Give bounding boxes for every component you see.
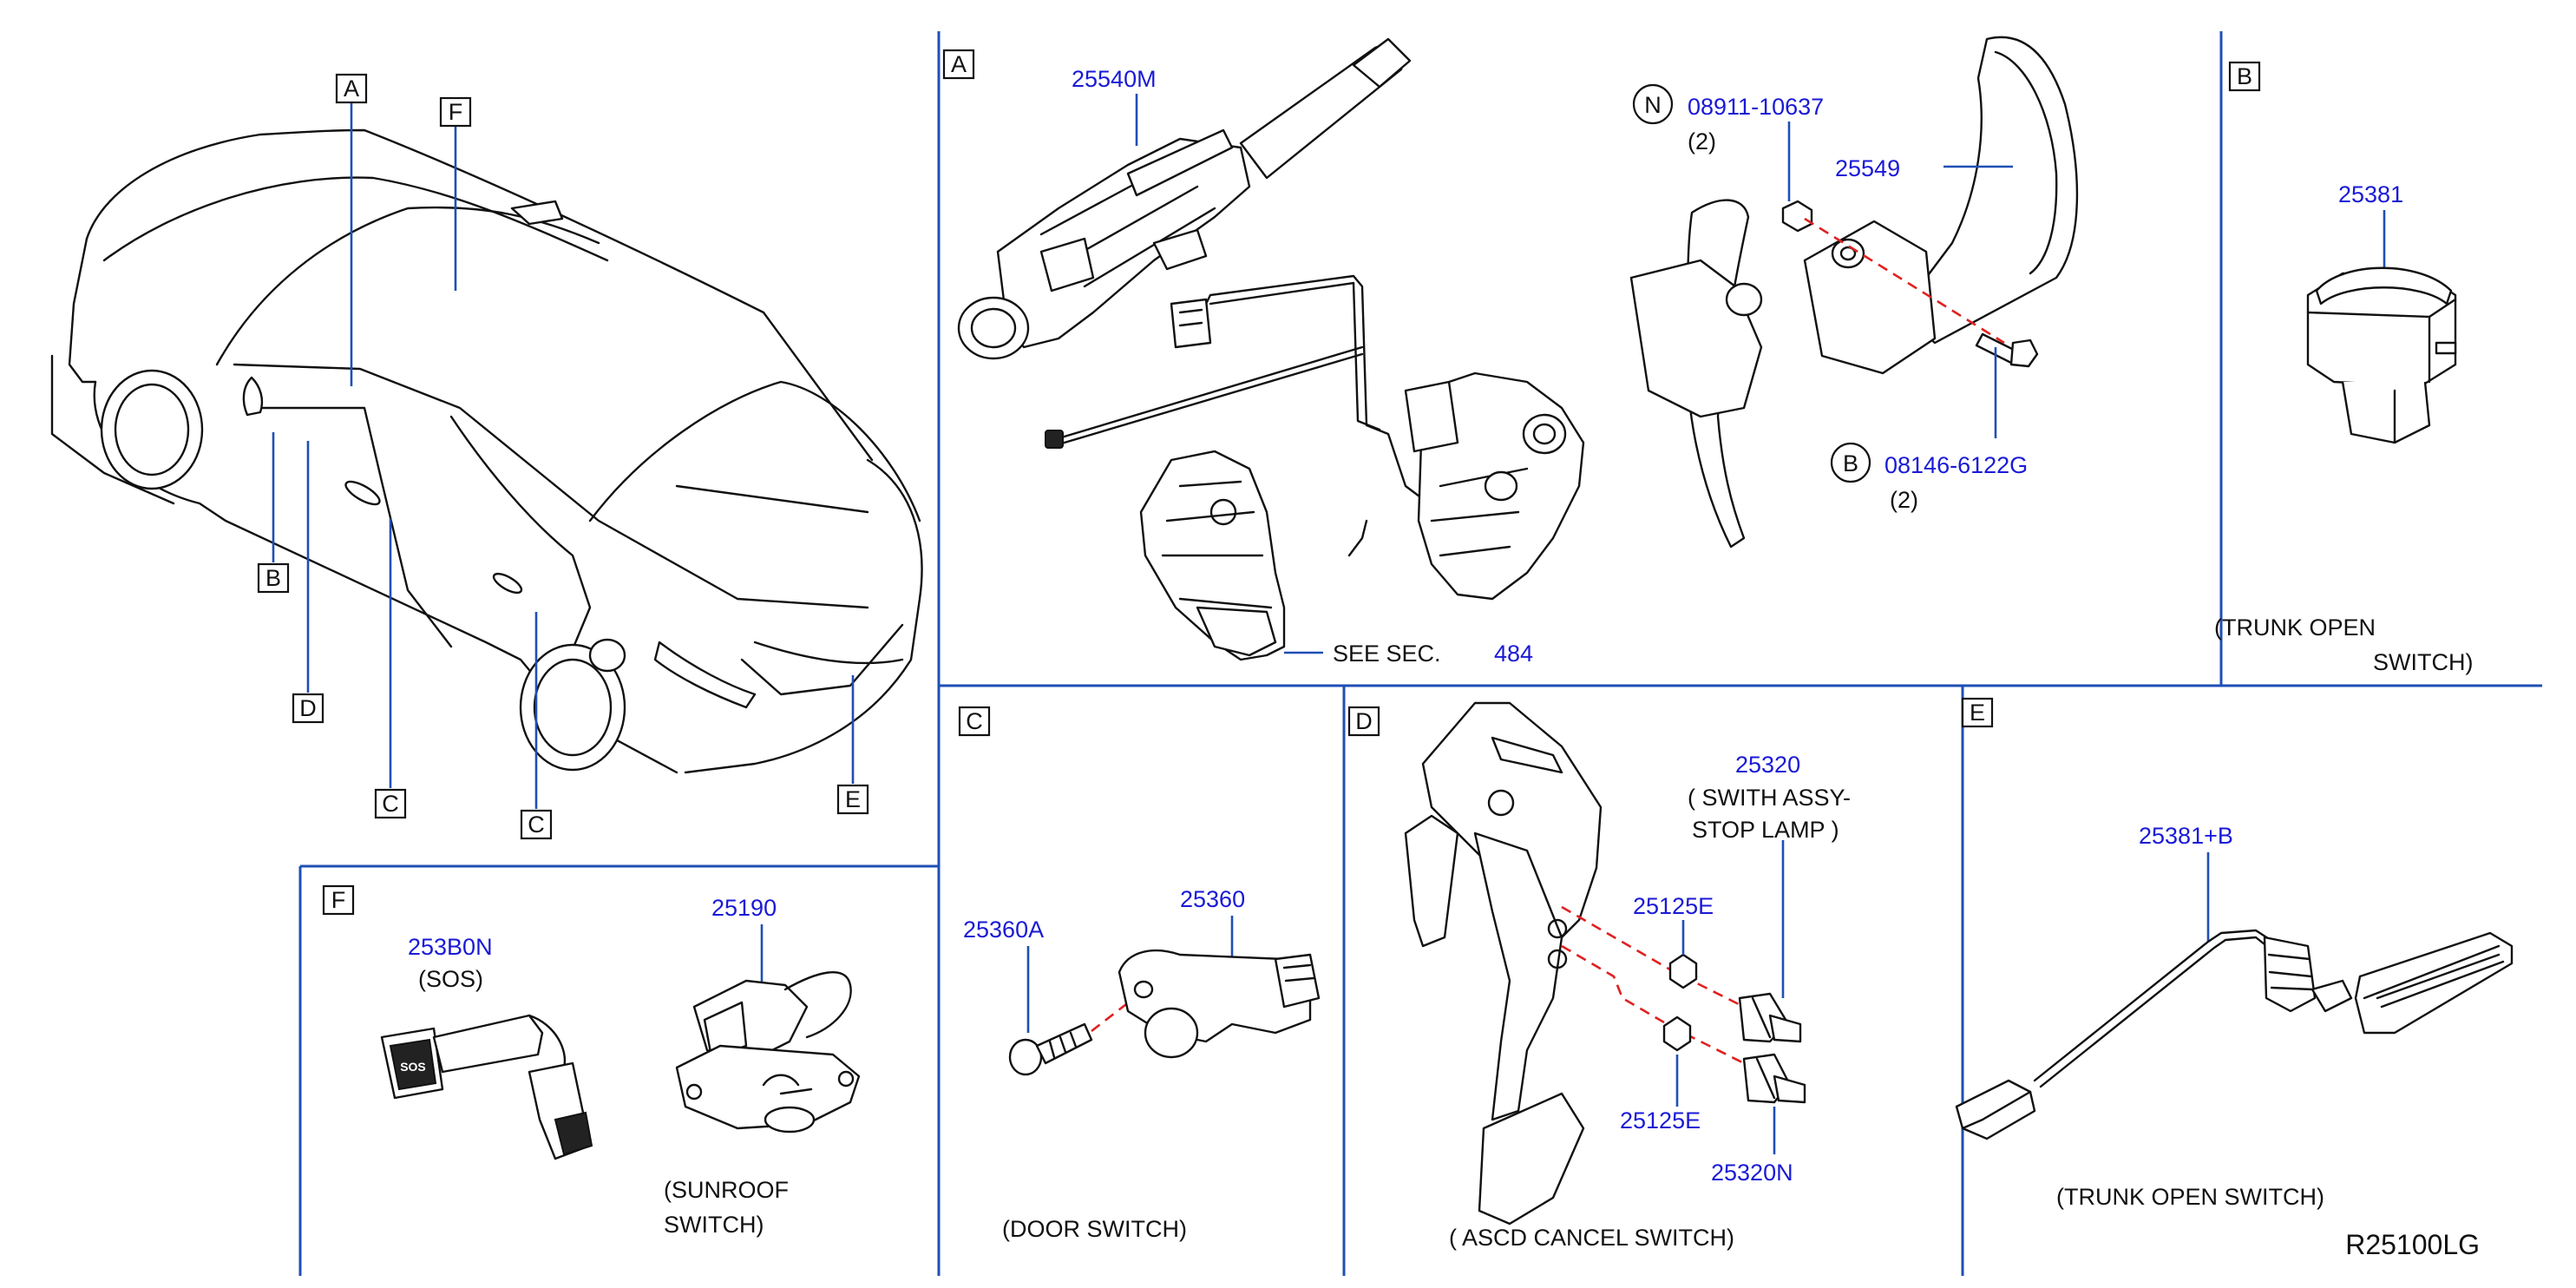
section-b: B 25381 (TRUNK OPEN SWITCH) xyxy=(2214,61,2473,675)
section-b-label: B xyxy=(2228,61,2261,92)
svg-text:(DOOR SWITCH): (DOOR SWITCH) xyxy=(1002,1216,1187,1242)
svg-text:E: E xyxy=(1970,700,1985,726)
svg-text:(SOS): (SOS) xyxy=(418,966,483,992)
svg-text:(TRUNK OPEN SWITCH): (TRUNK OPEN SWITCH) xyxy=(2056,1184,2324,1210)
trunk-open-switch-e-illustration xyxy=(1955,929,2514,1140)
svg-text:(TRUNK OPEN: (TRUNK OPEN xyxy=(2214,614,2376,641)
svg-text:(2): (2) xyxy=(1688,128,1716,154)
svg-text:08146-6122G: 08146-6122G xyxy=(1884,452,2028,478)
svg-text:08911-10637: 08911-10637 xyxy=(1688,94,1824,120)
svg-text:25381: 25381 xyxy=(2338,181,2403,207)
svg-text:25381+B: 25381+B xyxy=(2139,823,2233,849)
svg-text:( ASCD CANCEL SWITCH): ( ASCD CANCEL SWITCH) xyxy=(1449,1225,1734,1251)
svg-text:B: B xyxy=(1843,450,1858,476)
svg-text:25125E: 25125E xyxy=(1620,1107,1701,1134)
svg-text:B: B xyxy=(265,565,281,591)
svg-text:(SUNROOF: (SUNROOF xyxy=(664,1177,789,1203)
ascd-cancel-switch-illustration xyxy=(1742,1053,1806,1104)
section-dividers xyxy=(298,31,2542,1276)
svg-text:N: N xyxy=(1644,92,1662,118)
svg-text:C: C xyxy=(382,791,399,817)
steering-switch-front-illustration xyxy=(1404,371,1585,601)
vehicle-overview: A F B D C C E xyxy=(50,73,923,840)
svg-text:D: D xyxy=(299,695,317,721)
bolt-illustration xyxy=(1975,332,2039,368)
svg-text:F: F xyxy=(449,99,463,125)
stop-lamp-switch-illustration xyxy=(1738,992,1802,1043)
nut-symbol: N xyxy=(1632,83,1674,125)
svg-text:25360A: 25360A xyxy=(963,917,1044,943)
stopper-upper-illustration xyxy=(1668,953,1698,989)
svg-text:D: D xyxy=(1355,708,1373,734)
paddle-shifter-illustration xyxy=(1629,36,2079,549)
callout-b: B xyxy=(257,562,290,594)
svg-text:(2): (2) xyxy=(1890,487,1918,513)
svg-text:SWITCH): SWITCH) xyxy=(664,1212,764,1238)
svg-text:25549: 25549 xyxy=(1835,155,1900,181)
sos-button-label: SOS xyxy=(400,1060,426,1074)
diagram-id: R25100LG xyxy=(2345,1229,2480,1260)
car-body-illustration xyxy=(50,128,923,774)
callout-a: A xyxy=(335,73,368,104)
section-e-label: E xyxy=(1961,697,1994,728)
svg-text:A: A xyxy=(344,76,359,102)
trunk-open-switch-b-illustration xyxy=(2306,266,2457,444)
callout-c-front-door: C xyxy=(374,788,407,819)
steering-switch-rear-illustration xyxy=(1139,450,1286,661)
section-c-label: C xyxy=(958,706,991,737)
svg-text:STOP LAMP ): STOP LAMP ) xyxy=(1692,817,1839,843)
svg-text:484: 484 xyxy=(1494,641,1533,667)
section-a: A 25540M xyxy=(942,36,2079,667)
svg-text:25320: 25320 xyxy=(1735,752,1800,778)
svg-text:F: F xyxy=(331,887,346,913)
screw-illustration xyxy=(1008,1022,1093,1076)
brake-pedal-bracket-illustration xyxy=(1404,701,1603,1226)
callout-c-rear-door: C xyxy=(520,809,553,840)
svg-text:C: C xyxy=(966,708,983,734)
combination-switch-illustration xyxy=(957,37,1412,360)
wire-harness-illustration xyxy=(1045,274,1425,557)
svg-text:25125E: 25125E xyxy=(1633,893,1714,919)
section-d-label: D xyxy=(1347,706,1380,737)
svg-text:E: E xyxy=(845,786,861,812)
section-a-label: A xyxy=(942,49,975,80)
svg-text:A: A xyxy=(951,51,967,77)
svg-text:( SWITH ASSY-: ( SWITH ASSY- xyxy=(1688,785,1851,811)
section-d: D xyxy=(1347,701,1851,1251)
svg-text:C: C xyxy=(528,812,545,838)
svg-text:25190: 25190 xyxy=(711,895,777,921)
callout-f: F xyxy=(439,96,472,128)
svg-text:253B0N: 253B0N xyxy=(408,934,493,960)
section-c: C 25360A 25360 (DOOR SWITCH) xyxy=(958,706,1321,1242)
svg-text:B: B xyxy=(2237,63,2252,89)
svg-text:SWITCH): SWITCH) xyxy=(2373,649,2473,675)
bolt-symbol: B xyxy=(1830,442,1871,483)
stopper-lower-illustration xyxy=(1662,1015,1692,1052)
svg-text:25320N: 25320N xyxy=(1711,1160,1793,1186)
section-f-label: F xyxy=(322,884,355,916)
svg-text:25360: 25360 xyxy=(1180,886,1245,912)
callout-d: D xyxy=(292,693,324,724)
sos-switch-illustration: SOS xyxy=(380,1014,593,1160)
sunroof-switch-illustration xyxy=(675,971,861,1134)
svg-text:SEE SEC.: SEE SEC. xyxy=(1333,641,1441,667)
nut-illustration xyxy=(1781,200,1813,233)
door-switch-illustration xyxy=(1118,949,1321,1059)
section-e: E 25381+B (TRUNK OPEN SWITCH) xyxy=(1955,697,2514,1210)
svg-text:25540M: 25540M xyxy=(1072,66,1157,92)
callout-e: E xyxy=(836,784,869,815)
section-f: F 253B0N (SOS) SOS 25190 (SUNROOF SWITCH… xyxy=(322,884,861,1238)
